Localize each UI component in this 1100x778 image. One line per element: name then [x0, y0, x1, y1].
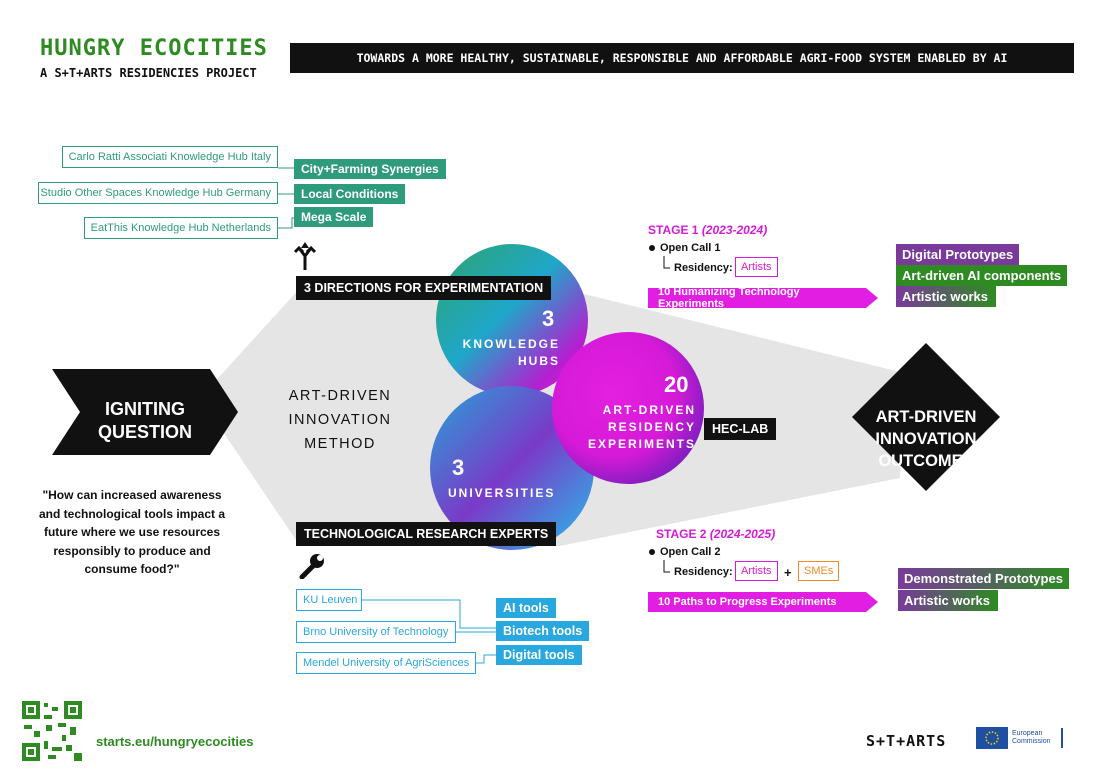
university-item: KU Leuven — [296, 589, 362, 611]
hub-name: EatThis Knowledge Hub Netherlands — [90, 222, 271, 234]
stage1-connector — [663, 256, 670, 269]
residency-experiments-circle — [552, 332, 704, 484]
european-commission-logo: European Commission — [976, 726, 1070, 750]
tagline-text: TOWARDS A MORE HEALTHY, SUSTAINABLE, RES… — [356, 51, 1008, 65]
ec-wordmark: European Commission — [1012, 730, 1051, 746]
stage1-artists-box: Artists — [735, 257, 778, 277]
universities-circle — [430, 386, 594, 550]
igniting-chevron — [52, 369, 238, 455]
stage1-experiments-bar: 10 Humanizing Technology Experiments — [648, 286, 866, 310]
hub-name: Studio Other Spaces Knowledge Hub German… — [40, 187, 271, 199]
outcomes-line2: INNOVATION — [875, 430, 977, 448]
outcomes-diamond — [852, 343, 1000, 491]
ec-divider — [1060, 728, 1063, 748]
outcomes-line3: OUTCOMES — [878, 452, 974, 470]
stage1-bar-arrow — [866, 288, 878, 308]
outcomes-label: ART-DRIVEN INNOVATION OUTCOMES — [866, 406, 986, 472]
stage1-output: Art-driven AI components — [896, 265, 1068, 286]
directions-label: 3 DIRECTIONS FOR EXPERIMENTATION — [296, 276, 552, 300]
method-line3: METHOD — [304, 436, 376, 452]
stage1-years: (2023-2024) — [701, 223, 768, 237]
stage2-years: (2024-2025) — [709, 527, 776, 541]
qr-code-icon[interactable] — [22, 701, 82, 761]
project-subtitle: A S+T+ARTS RESIDENCIES PROJECT — [40, 66, 257, 80]
stage2-name: STAGE 2 — [656, 527, 707, 541]
hub-item-italy: Carlo Ratti Associati Knowledge Hub Ital… — [62, 146, 278, 168]
eu-flag-icon — [976, 727, 1008, 749]
hub-item-germany: Studio Other Spaces Knowledge Hub German… — [38, 182, 278, 204]
hubs-label-line2: HUBS — [517, 354, 560, 368]
starts-logo: S+T+ARTS — [866, 732, 947, 750]
tagline-banner: TOWARDS A MORE HEALTHY, SUSTAINABLE, RES… — [290, 43, 1074, 73]
direction-tag: City+Farming Synergies — [294, 159, 446, 179]
stage2-residency-label: Residency: — [674, 566, 733, 578]
residency-line3: EXPERIMENTS — [587, 437, 696, 451]
ec-text-1: European — [1012, 730, 1043, 737]
residency-line1: ART-DRIVEN — [602, 403, 696, 417]
method-line1: ART-DRIVEN — [288, 388, 392, 404]
stage2-connector — [663, 560, 670, 573]
method-label: ART-DRIVEN INNOVATION METHOD — [270, 384, 410, 456]
tool-tag: Digital tools — [496, 645, 582, 665]
stage1-title: STAGE 1 (2023-2024) — [648, 223, 767, 237]
stage2-experiments-bar: 10 Paths to Progress Experiments — [648, 592, 866, 612]
ec-text-2: Commission — [1012, 738, 1051, 745]
universities-count: 3 — [452, 455, 465, 480]
stage2-artists-box: Artists — [735, 561, 778, 581]
stage2-open-call: Open Call 2 — [660, 546, 721, 558]
igniting-question-label: IGNITING QUESTION — [80, 398, 210, 444]
stage1-output: Artistic works — [896, 286, 996, 307]
project-url-link[interactable]: starts.eu/hungryecocities — [96, 734, 254, 749]
project-title: HUNGRY ECOCITIES — [40, 36, 268, 61]
direction-tag: Mega Scale — [294, 207, 374, 227]
stage1-residency-label: Residency: — [674, 262, 733, 274]
wrench-icon — [299, 554, 324, 579]
stage2-smes-box: SMEs — [798, 561, 840, 581]
hubs-label-line1: KNOWLEDGE — [462, 337, 560, 351]
hubs-count: 3 — [542, 306, 555, 331]
igniting-line2: QUESTION — [97, 422, 192, 442]
bullet — [649, 549, 655, 555]
stage2-title: STAGE 2 (2024-2025) — [656, 527, 775, 541]
residency-count: 20 — [664, 372, 689, 397]
universities-label: UNIVERSITIES — [448, 486, 556, 500]
research-experts-label: TECHNOLOGICAL RESEARCH EXPERTS — [296, 522, 557, 546]
stage2-output: Artistic works — [898, 590, 998, 611]
residency-label: ART-DRIVEN RESIDENCY EXPERIMENTS — [560, 402, 696, 453]
stage2-output: Demonstrated Prototypes — [898, 568, 1069, 589]
tool-tag: Biotech tools — [496, 621, 590, 641]
direction-tag: Local Conditions — [294, 184, 406, 204]
stage1-output: Digital Prototypes — [896, 244, 1020, 265]
university-item: Mendel University of AgriSciences — [296, 652, 476, 674]
igniting-line1: IGNITING — [105, 399, 185, 419]
igniting-question-text: "How can increased awareness and technol… — [38, 488, 226, 576]
hec-lab-badge: HEC-LAB — [704, 418, 777, 440]
outcomes-line1: ART-DRIVEN — [875, 408, 977, 426]
hub-item-netherlands: EatThis Knowledge Hub Netherlands — [84, 217, 278, 239]
stage1-name: STAGE 1 — [648, 223, 699, 237]
hub-name: Carlo Ratti Associati Knowledge Hub Ital… — [68, 151, 271, 163]
method-line2: INNOVATION — [288, 412, 392, 428]
hubs-label: KNOWLEDGE HUBS — [430, 336, 560, 370]
stage1-open-call: Open Call 1 — [660, 242, 721, 254]
uni-connector — [476, 654, 496, 664]
stage2-bar-arrow — [866, 592, 878, 612]
uni-connector — [362, 599, 496, 629]
tool-tag: AI tools — [496, 598, 556, 618]
directions-arrows-icon — [293, 242, 317, 270]
residency-line2: RESIDENCY — [607, 420, 696, 434]
stage2-plus: + — [784, 565, 792, 580]
university-item: Brno University of Technology — [296, 621, 456, 643]
bullet — [649, 245, 655, 251]
